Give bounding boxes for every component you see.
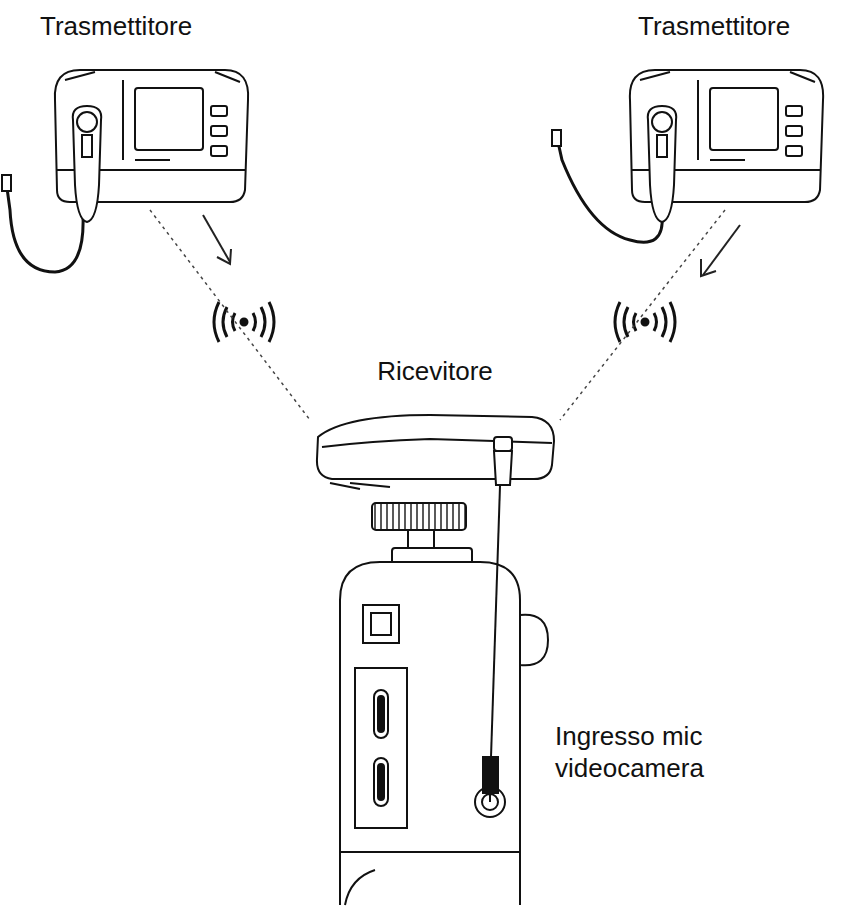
radio-link [150,210,310,420]
direction-arrow [203,215,740,276]
device-label: Trasmettitore [40,10,192,42]
device-label: Ricevitore [377,355,493,387]
transmitter-drawing [610,10,840,230]
transmitter: Trasmettitore [610,10,840,210]
device-label: Trasmettitore [638,10,790,42]
transmitter-drawing [35,10,265,230]
signal-icon [214,302,675,342]
mic-cable [483,486,500,802]
camera-mount [372,503,472,564]
port-label: Ingresso mic videocamera [555,720,805,784]
transmitter: Trasmettitore [35,10,265,210]
video-camera [340,562,548,905]
receiver: Ricevitore [310,355,560,495]
